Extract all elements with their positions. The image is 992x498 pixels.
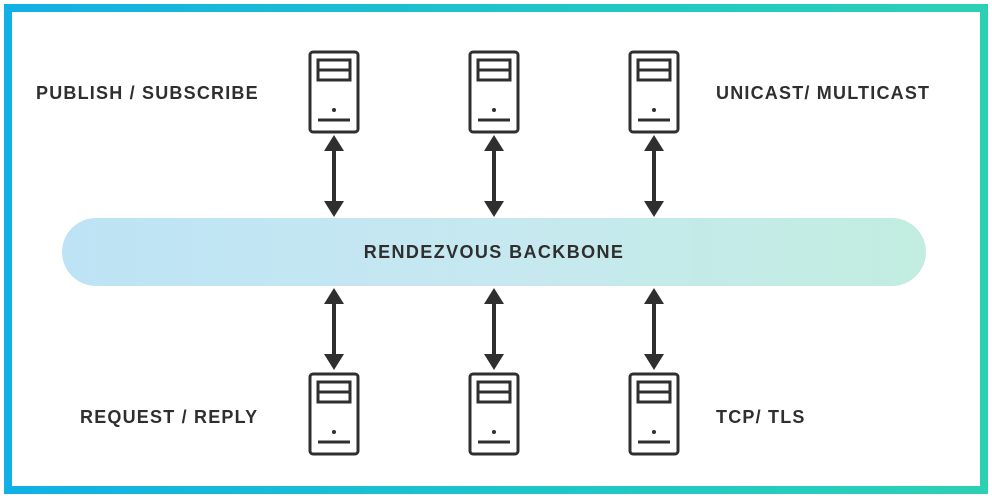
server-icon: [468, 50, 520, 134]
rendezvous-backbone: RENDEZVOUS BACKBONE: [62, 218, 926, 286]
double-arrow-icon: [322, 286, 346, 372]
server-icon: [468, 372, 520, 456]
double-arrow-icon: [642, 286, 666, 372]
double-arrow-icon: [482, 286, 506, 372]
diagram-canvas: RENDEZVOUS BACKBONE PUBLISH / SUBSCRIBE …: [12, 12, 980, 486]
server-icon: [308, 50, 360, 134]
double-arrow-icon: [642, 133, 666, 219]
diagram-frame: RENDEZVOUS BACKBONE PUBLISH / SUBSCRIBE …: [4, 4, 988, 494]
double-arrow-icon: [482, 133, 506, 219]
server-icon: [628, 372, 680, 456]
server-icon: [308, 372, 360, 456]
server-icon: [628, 50, 680, 134]
label-request-reply: REQUEST / REPLY: [80, 407, 259, 427]
double-arrow-icon: [322, 133, 346, 219]
label-unicast-multicast: UNICAST/ MULTICAST: [716, 83, 931, 103]
label-publish-subscribe: PUBLISH / SUBSCRIBE: [36, 83, 259, 103]
label-tcp-tls: TCP/ TLS: [716, 407, 806, 427]
backbone-label: RENDEZVOUS BACKBONE: [363, 241, 625, 262]
